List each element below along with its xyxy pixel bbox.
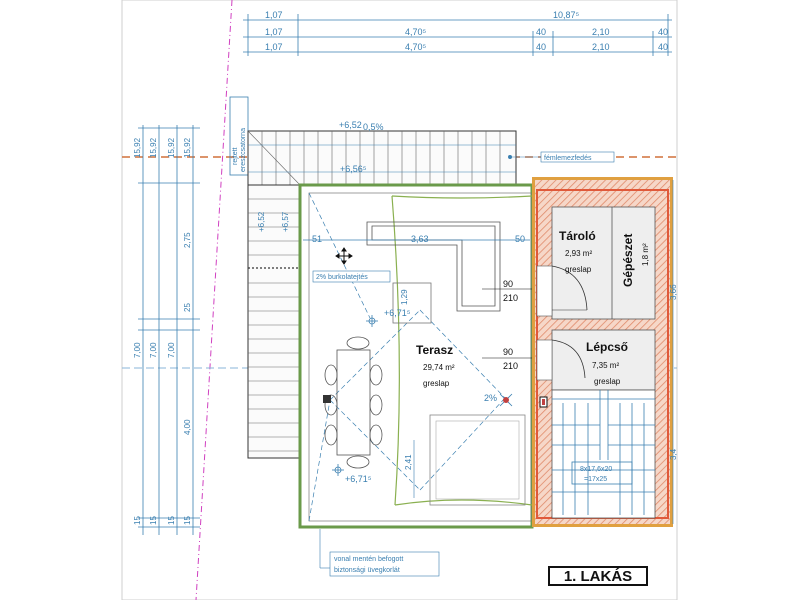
dim-v-mid-3: 7,00 [167,342,176,358]
dim-row3-b: 4,70⁵ [405,42,427,52]
dim-v-part-2: 25 [183,303,192,312]
label-right-small-2: 3,4 [669,448,678,460]
left-eave [247,184,301,459]
label-slope-top: 0,5% [363,122,384,132]
label-pct-2: 2% [484,393,497,403]
label-fenlemez: fémlemezfedés [544,155,592,162]
room-terasz-name: Terasz [416,343,453,357]
glass-note-box [329,551,440,577]
glass-note-line1: vonal mentén befogott [334,556,403,563]
left-dimensions [138,125,200,535]
dim-row2-a: 1,07 [265,27,283,37]
label-level-657-side: +6,57 [281,211,290,232]
guide-line-magenta [195,0,233,601]
dining-table [324,336,383,469]
pool-square [429,414,526,506]
railing-curve-top [391,195,533,199]
dim-row2-b: 4,70⁵ [405,27,427,37]
door2-height: 210 [503,361,518,371]
label-rejtett: rejtett [232,147,239,165]
label-dim-50: 50 [515,234,525,244]
level-marker-2 [332,464,344,476]
door-marker-inner [542,399,545,405]
label-right-small-1: 3,66 [669,284,678,300]
label-level-652-top: +6,52 [339,120,362,130]
dim-row2-c: 40 [536,27,546,37]
label-dim-363: 3,63 [411,234,429,244]
terasz-inner [308,192,532,522]
dim-v-bottom-4: 15 [183,516,192,525]
roof-eaves [247,130,517,186]
door1-height: 210 [503,293,518,303]
label-stair-note-1: 8x17,6x20 [580,466,612,473]
glass-note-line2: biztonsági üvegkorlát [334,567,400,574]
room-lepcso-floor: greslap [594,377,621,386]
dim-v-bottom-1: 15 [133,516,142,525]
dim-row2-e: 40 [658,27,668,37]
room-terasz-floor: greslap [423,379,450,388]
dim-row2-d: 2,10 [592,27,610,37]
dim-v-mid-1: 7,00 [133,342,142,358]
dim-v-part-3: 4,00 [183,419,192,435]
drawing-title: 1. LAKÁS [548,566,648,586]
drainage-lines [308,192,506,522]
label-ereszcsatorna: ereszcsatorna [240,128,247,172]
room-tarolo-name: Tároló [559,229,596,243]
room-lepcso-name: Lépcső [586,340,628,354]
railing-curve-left [391,195,400,506]
label-stair-note-2: =17x25 [584,476,607,483]
dim-row3-a: 1,07 [265,42,283,52]
room-terasz-area: 29,74 m² [423,363,455,372]
railing-curve-bottom [394,499,533,506]
label-dim-241: 2,41 [404,454,413,470]
dim-v-total-1: 15,92 [133,137,142,158]
dim-v-bottom-3: 15 [167,516,176,525]
room-tarolo-area: 2,93 m² [565,249,592,258]
dim-row3-e: 40 [658,42,668,52]
left-dimension-texts: 15,92 15,92 15,92 15,92 7,00 7,00 7,00 2… [133,137,192,525]
drain-marker-right [499,393,513,407]
dim-v-bottom-2: 15 [149,516,158,525]
label-dim-129: 1,29 [400,289,409,305]
service-block [532,177,674,527]
dim-row1-a: 1,07 [265,10,283,20]
label-level-671-a: +6,71⁵ [384,308,411,318]
label-level-656: +6,56⁵ [340,164,367,174]
move-cross-icon [335,247,353,265]
column-square [392,282,432,324]
drain-marker-left [323,395,331,403]
top-dimensions: 1,07 10,87⁵ 1,07 4,70⁵ 40 2,10 40 1,07 4… [243,10,672,56]
burkolat-box [312,270,391,283]
level-marker-1 [366,315,378,327]
room-tarolo-floor: greslap [565,265,592,274]
dim-v-total-4: 15,92 [183,137,192,158]
dim-row1-b: 10,87⁵ [553,10,580,20]
room-gepeszet-name: Gépészet [621,234,635,287]
dim-row3-c: 40 [536,42,546,52]
pool-inner [435,420,520,500]
label-burkolat: 2% burkolatejtés [316,274,368,281]
dim-v-total-3: 15,92 [167,137,176,158]
label-level-652-side: +6,52 [257,211,266,232]
dim-row3-d: 2,10 [592,42,610,52]
door1-width: 90 [503,279,513,289]
label-dim-51: 51 [312,234,322,244]
dim-v-part-1: 2,75 [183,232,192,248]
dim-v-mid-2: 7,00 [149,342,158,358]
room-lepcso-area: 7,35 m² [592,361,619,370]
label-level-671-b: +6,71⁵ [345,474,372,484]
door2-width: 90 [503,347,513,357]
room-gepeszet-area: 1,8 m² [641,243,650,266]
dim-v-total-2: 15,92 [149,137,158,158]
